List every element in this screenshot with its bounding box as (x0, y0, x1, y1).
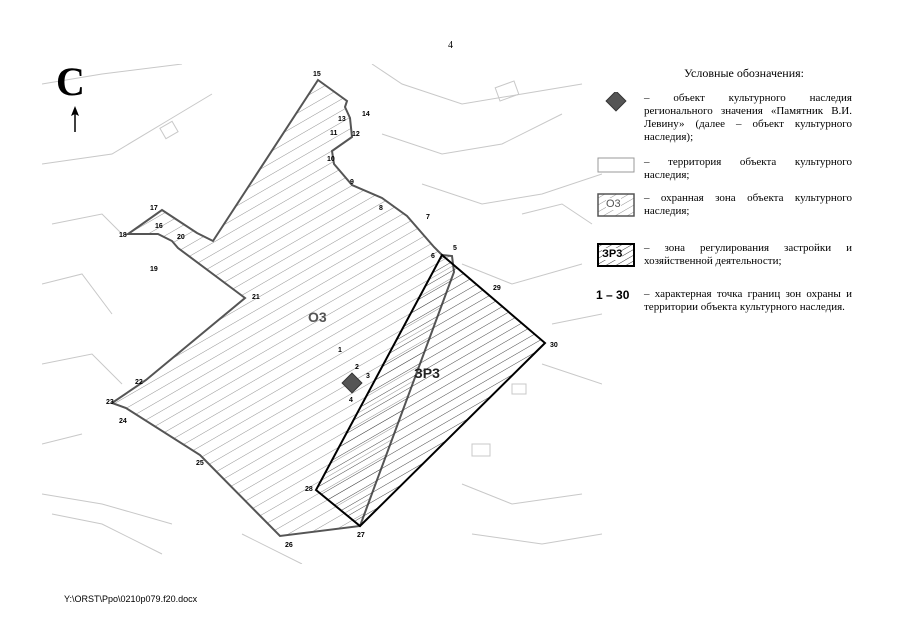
map: О3 ЗР3 1 2 3 4 5 6 7 8 9 10 11 12 13 14 … (42, 64, 602, 564)
zr3-box-label: ЗР3 (602, 248, 623, 260)
point-14: 14 (362, 111, 370, 118)
page-number: 4 (448, 40, 453, 51)
point-21: 21 (252, 294, 260, 301)
range-label: 1 – 30 (596, 288, 630, 302)
point-5: 5 (453, 245, 457, 252)
legend-text-territory: – территория объекта культурного наследи… (644, 156, 852, 181)
point-2: 2 (355, 364, 359, 371)
point-23: 23 (106, 399, 114, 406)
zone-zr3-label: ЗР3 (414, 365, 440, 381)
point-4: 4 (349, 397, 353, 404)
territory-box-icon (597, 157, 635, 173)
point-27: 27 (357, 532, 365, 539)
legend-text-range: – характерная точка границ зон охраны и … (644, 288, 852, 313)
legend-text-o3: – охранная зона объекта культурного насл… (644, 192, 852, 217)
zone-o3-label: О3 (308, 309, 327, 325)
point-9: 9 (350, 179, 354, 186)
point-7: 7 (426, 214, 430, 221)
legend: Условные обозначения: – объект культурно… (596, 66, 852, 313)
point-22: 22 (135, 379, 143, 386)
legend-text-zr3: – зона регулирования застройки и хозяйст… (644, 242, 852, 267)
north-arrow: С (56, 62, 96, 132)
point-10: 10 (327, 156, 335, 163)
point-11: 11 (330, 130, 338, 137)
background-parcels (42, 64, 602, 564)
point-26: 26 (285, 542, 293, 549)
point-29: 29 (493, 285, 501, 292)
point-24: 24 (119, 418, 127, 425)
point-labels: 1 2 3 4 5 6 7 8 9 10 11 12 13 14 15 16 1… (106, 71, 558, 549)
point-3: 3 (366, 373, 370, 380)
point-16: 16 (155, 223, 163, 230)
o3-box-label: О3 (606, 198, 621, 210)
point-8: 8 (379, 205, 383, 212)
point-25: 25 (196, 460, 204, 467)
point-30: 30 (550, 342, 558, 349)
diamond-icon (605, 92, 627, 112)
point-13: 13 (338, 116, 346, 123)
point-20: 20 (177, 234, 185, 241)
zr3-box-icon: ЗР3 (596, 242, 636, 268)
point-15: 15 (313, 71, 321, 78)
point-19: 19 (150, 266, 158, 273)
o3-box-icon: О3 (596, 192, 636, 218)
zone-zr3 (314, 253, 547, 528)
point-1: 1 (338, 347, 342, 354)
north-letter: С (56, 59, 85, 104)
arrow-up-icon (71, 106, 79, 132)
legend-title: Условные обозначения: (683, 66, 805, 80)
point-18: 18 (119, 232, 127, 239)
point-17: 17 (150, 205, 158, 212)
point-6: 6 (431, 253, 435, 260)
file-path-footer: Y:\ORST\Ppo\0210p079.f20.docx (64, 594, 198, 604)
point-28: 28 (305, 486, 313, 493)
monument-icon (341, 372, 363, 394)
map-canvas: О3 ЗР3 1 2 3 4 5 6 7 8 9 10 11 12 13 14 … (42, 64, 602, 564)
legend-text-monument: – объект культурного наследия региональн… (644, 92, 852, 143)
point-12: 12 (352, 131, 360, 138)
